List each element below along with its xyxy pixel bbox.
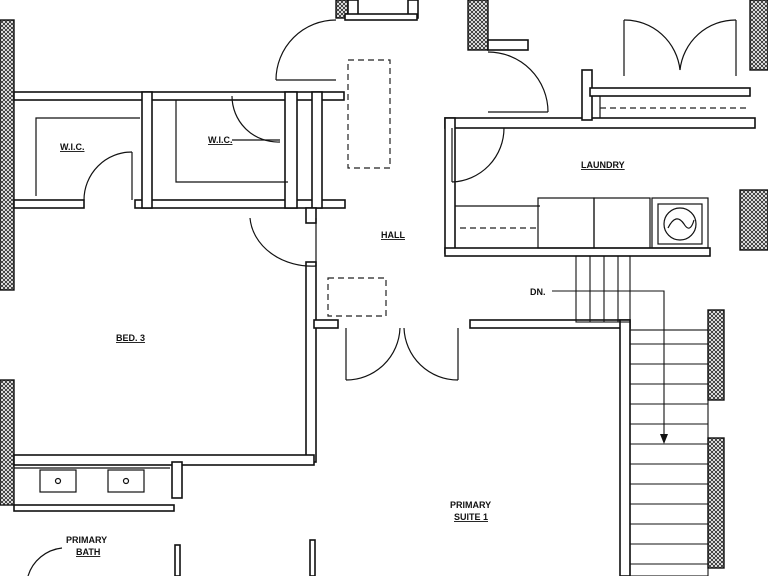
door-swings	[27, 19, 737, 576]
shelving	[35, 96, 748, 229]
label-primary-suite-line1: PRIMARY	[450, 500, 491, 510]
laundry-appliances	[537, 197, 709, 249]
label-primary-bath-line2: BATH	[76, 547, 100, 557]
hall-ceiling-features	[327, 59, 391, 317]
stairs	[552, 255, 709, 576]
room-labels: W.I.C. W.I.C. LAUNDRY HALL BED. 3 DN. PR…	[60, 135, 625, 557]
bathroom-vanity	[14, 467, 170, 493]
interior-walls	[13, 0, 756, 576]
label-primary-bath-line1: PRIMARY	[66, 535, 107, 545]
label-bed-3: BED. 3	[116, 333, 145, 343]
label-hall: HALL	[381, 230, 405, 240]
label-dn: DN.	[530, 287, 546, 297]
label-wic-left: W.I.C.	[60, 142, 85, 152]
label-primary-suite-line2: SUITE 1	[454, 512, 488, 522]
label-laundry: LAUNDRY	[581, 160, 625, 170]
label-wic-right: W.I.C.	[208, 135, 233, 145]
